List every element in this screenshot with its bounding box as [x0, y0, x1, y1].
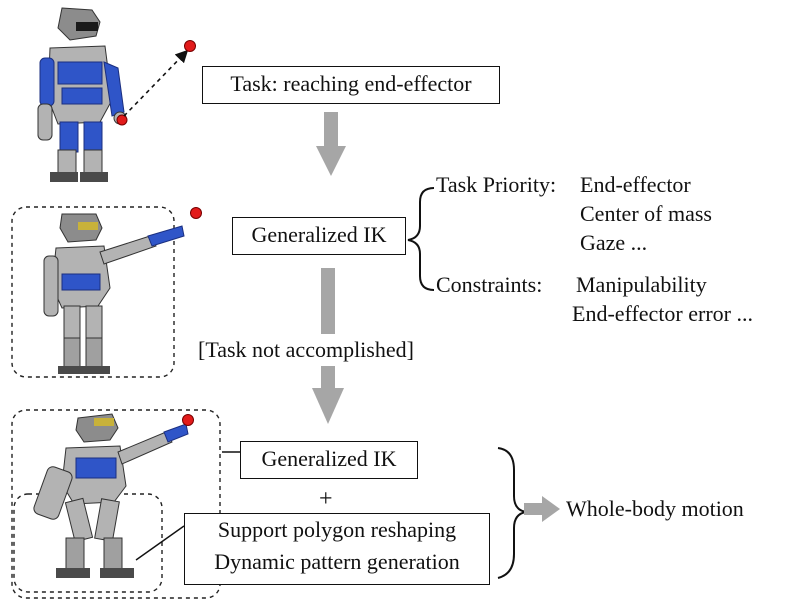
- hand-marker-1: [116, 114, 128, 126]
- constraints-label: Constraints:: [436, 272, 543, 297]
- reach-dashed-arrow: [123, 49, 189, 117]
- robot-frame-3-outer: [11, 409, 221, 599]
- ik-box-1: Generalized IK: [232, 217, 406, 255]
- right-arrow: [524, 496, 560, 522]
- task-priority-label: Task Priority:: [436, 172, 557, 197]
- priority-item-center-of-mass: Center of mass: [580, 201, 712, 226]
- support-box: Support polygon reshaping Dynamic patter…: [184, 513, 490, 585]
- support-connector: [135, 525, 185, 561]
- constraint-item-manipulability: Manipulability: [576, 272, 707, 297]
- result-brace: [497, 447, 527, 579]
- target-point-2: [190, 207, 202, 219]
- support-box-line-2: Dynamic pattern generation: [214, 549, 460, 574]
- robot-figure-2: [43, 213, 185, 374]
- priority-item-gaze: Gaze ...: [580, 230, 648, 255]
- ik-box-2: Generalized IK: [240, 441, 418, 479]
- constraint-item-end-effector-error: End-effector error ...: [572, 301, 753, 326]
- support-box-line-1: Support polygon reshaping: [217, 517, 457, 542]
- plus-sign: +: [319, 486, 333, 512]
- whole-body-motion-label: Whole-body motion: [566, 496, 744, 521]
- robot-figure-1: [37, 7, 127, 182]
- task-not-accomplished-label: [Task not accomplished]: [198, 337, 414, 362]
- robot-frame-2: [11, 206, 175, 378]
- down-arrow-2: [321, 268, 335, 334]
- down-arrow-3: [312, 366, 344, 424]
- down-arrow-1: [316, 112, 346, 176]
- priority-item-end-effector: End-effector: [580, 172, 691, 197]
- options-brace: [407, 187, 435, 291]
- target-point-1: [184, 40, 196, 52]
- target-point-3: [182, 414, 194, 426]
- robot-figure-3: [33, 413, 189, 578]
- task-box: Task: reaching end-effector: [202, 66, 500, 104]
